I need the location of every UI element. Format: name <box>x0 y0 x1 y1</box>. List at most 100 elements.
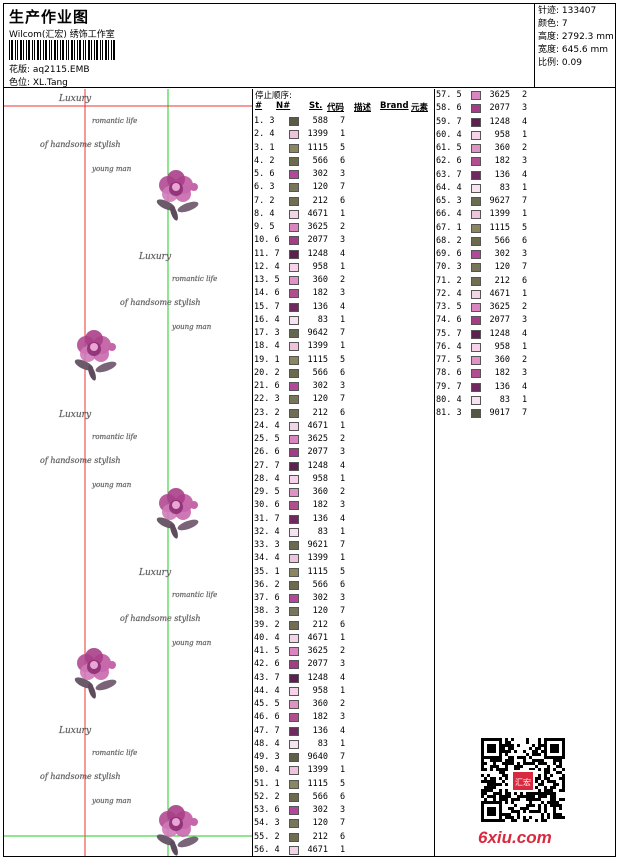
element-count: 1 <box>340 261 346 272</box>
page-frame <box>3 3 616 857</box>
thread-code: 3625 <box>307 222 328 232</box>
color-stop-row: 28. 4 958 1 <box>254 473 429 486</box>
color-swatch <box>289 315 299 325</box>
thread-code: 588 <box>312 116 328 126</box>
thread-code: 566 <box>494 235 510 246</box>
design-scale: 比例: 0.09 <box>538 58 582 68</box>
thread-code: 3625 <box>489 302 510 312</box>
color-swatch <box>289 647 299 656</box>
element-count: 1 <box>522 341 528 352</box>
thread-code: 958 <box>312 473 328 484</box>
element-count: 1 <box>522 288 528 299</box>
thread-code: 120 <box>312 818 328 829</box>
stop-index: 7. 2 <box>254 195 275 206</box>
stop-index: 18. 4 <box>254 341 280 352</box>
element-count: 2 <box>340 275 346 285</box>
color-swatch <box>471 250 481 259</box>
element-count: 1 <box>340 685 346 696</box>
color-swatch <box>289 117 299 126</box>
peony-flower-motif <box>74 648 117 699</box>
stop-index: 60. 4 <box>436 129 462 140</box>
color-swatch <box>289 249 299 259</box>
color-swatch <box>471 197 481 206</box>
color-swatch <box>289 633 299 643</box>
stop-index: 68. 2 <box>436 235 462 246</box>
thread-code: 1115 <box>307 354 328 365</box>
stop-index: 77. 5 <box>436 355 462 365</box>
stop-index: 57. 5 <box>436 90 462 100</box>
color-swatch <box>289 395 299 405</box>
element-count: 3 <box>340 500 346 511</box>
thread-code: 4671 <box>489 288 510 299</box>
color-swatch <box>289 143 299 153</box>
color-swatch <box>289 474 299 484</box>
thread-code: 182 <box>494 156 510 167</box>
thread-code: 360 <box>312 275 328 285</box>
color-swatch <box>471 395 481 405</box>
stop-index: 28. 4 <box>254 473 280 484</box>
thread-code: 136 <box>494 381 510 392</box>
color-swatch <box>289 223 299 232</box>
color-swatch <box>471 356 481 365</box>
color-swatch <box>471 210 481 220</box>
column-header-stitch: St. <box>309 101 323 111</box>
stop-index: 58. 6 <box>436 103 462 114</box>
thread-code: 566 <box>312 579 328 590</box>
stop-index: 17. 3 <box>254 328 280 338</box>
thread-code: 136 <box>312 513 328 524</box>
stop-index: 55. 2 <box>254 831 280 842</box>
color-swatch <box>289 554 299 564</box>
thread-code: 1115 <box>307 778 328 789</box>
element-count: 1 <box>340 473 346 484</box>
element-count: 1 <box>340 129 346 140</box>
element-count: 1 <box>340 738 346 749</box>
stop-index: 31. 7 <box>254 513 280 524</box>
column-header-code: 代码 <box>327 103 345 113</box>
element-count: 7 <box>340 182 346 193</box>
script-text: Luxury <box>58 726 92 736</box>
thread-code: 3625 <box>307 434 328 444</box>
element-count: 3 <box>340 593 346 603</box>
thread-code: 958 <box>494 341 510 352</box>
thread-code: 2077 <box>307 659 328 670</box>
thread-code: 3625 <box>489 90 510 100</box>
element-count: 3 <box>340 659 346 670</box>
color-swatch <box>471 329 481 339</box>
thread-code: 83 <box>499 394 510 405</box>
element-count: 2 <box>340 699 346 709</box>
element-count: 4 <box>340 513 346 524</box>
thread-code: 1399 <box>307 553 328 564</box>
thread-code: 360 <box>494 143 510 153</box>
element-count: 7 <box>340 328 346 338</box>
thread-code: 9621 <box>307 540 328 550</box>
stop-index: 21. 6 <box>254 381 280 391</box>
color-swatch <box>289 766 299 776</box>
element-count: 2 <box>340 222 346 232</box>
color-swatch <box>289 262 299 272</box>
element-count: 1 <box>522 394 528 405</box>
stop-index: 16. 4 <box>254 314 280 325</box>
color-swatch <box>471 117 481 127</box>
stop-index: 67. 1 <box>436 222 462 233</box>
stop-index: 23. 2 <box>254 407 280 418</box>
element-count: 3 <box>340 712 346 723</box>
element-count: 6 <box>340 579 346 590</box>
stop-index: 75. 7 <box>436 328 462 339</box>
color-swatch <box>289 514 299 524</box>
thread-code: 136 <box>312 725 328 736</box>
